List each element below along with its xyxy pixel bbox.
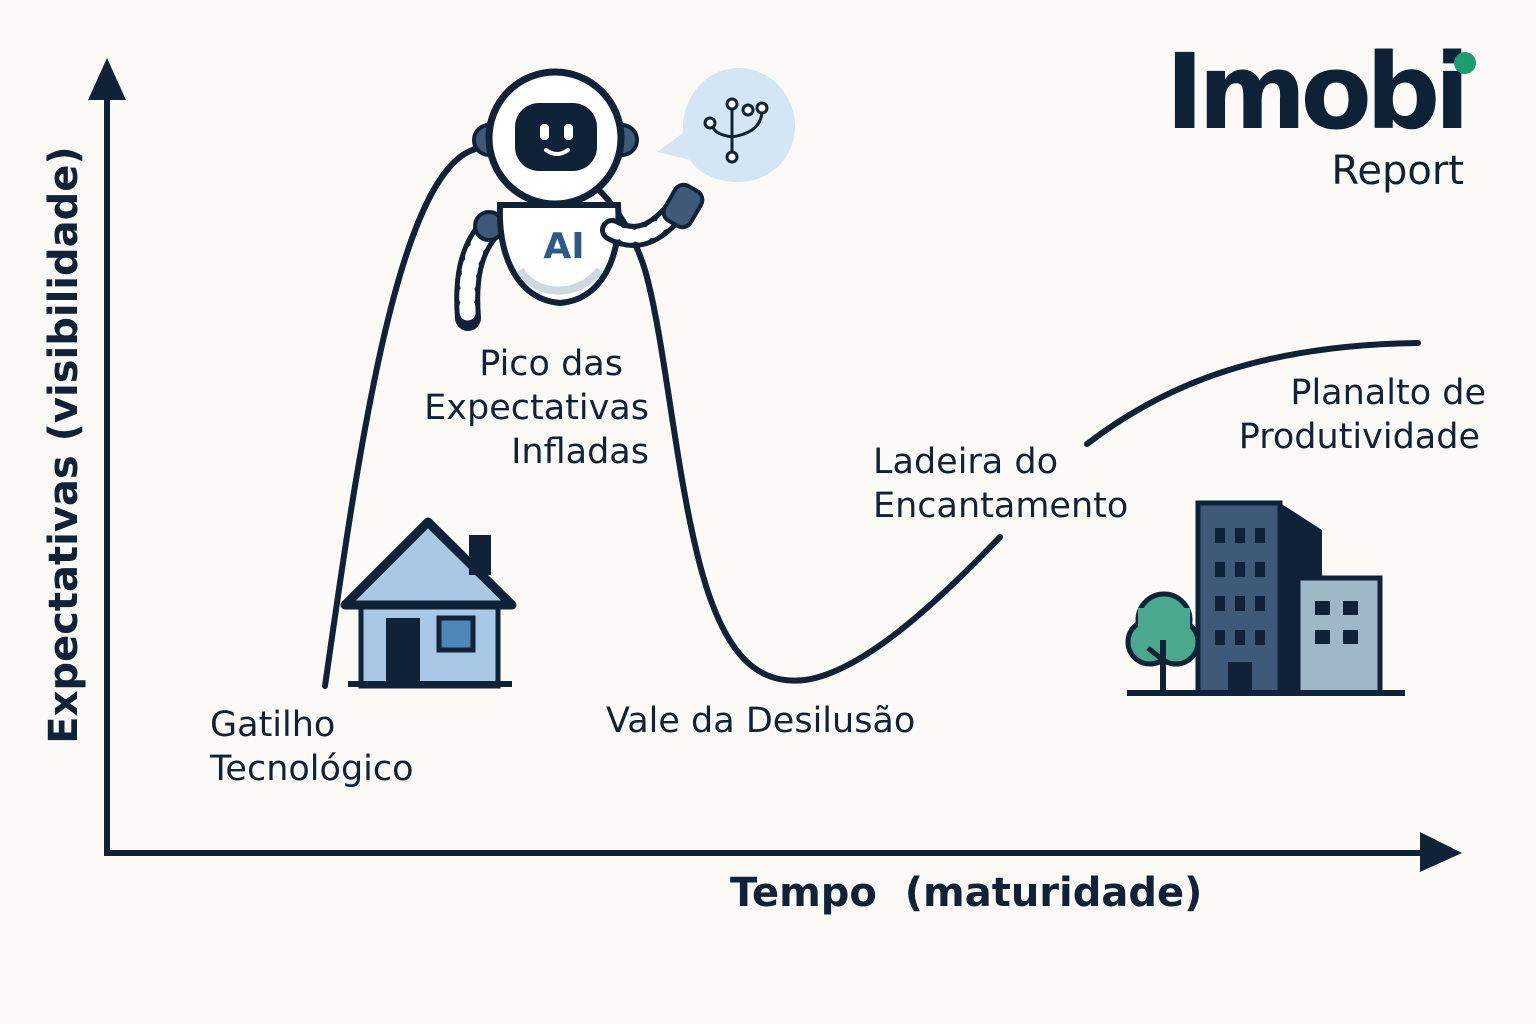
brand-logo: Imobi Report: [1165, 31, 1476, 194]
phase-label-slope: Ladeira do Encantamento: [873, 440, 1128, 528]
phase-label-plateau: Planalto de Produtividade: [1239, 371, 1486, 459]
x-axis: [104, 832, 1462, 872]
speech-bubble-icon: [657, 68, 795, 182]
robot-chest-label: AI: [543, 226, 584, 267]
x-axis-arrow-icon: [1420, 832, 1462, 872]
network-icon: [703, 97, 769, 164]
house-icon: [340, 517, 517, 689]
phase-trough-line-1: Vale da Desilusão: [606, 701, 916, 741]
phase-trigger-line-2: Tecnológico: [210, 749, 414, 789]
city-buildings-icon: [1125, 500, 1405, 696]
phase-slope-line-1: Ladeira do: [873, 442, 1059, 482]
hype-curve-rise-and-fall: [322, 144, 1003, 689]
brand-name: Imobi: [1165, 31, 1470, 153]
y-axis-label: Expectativas (visibilidade): [41, 146, 87, 744]
hype-curve-plateau: [1084, 340, 1421, 447]
x-axis-label: Tempo (maturidade): [730, 870, 1203, 916]
phase-label-trough: Vale da Desilusão: [606, 699, 915, 743]
brand-subtitle: Report: [1331, 148, 1464, 194]
y-axis-arrow-icon: [88, 58, 126, 100]
phase-peak-line-2: Expectativas: [424, 388, 649, 428]
phase-label-trigger: Gatilho Tecnológico: [210, 703, 414, 791]
brand-dot-icon: [1454, 52, 1476, 74]
phase-trigger-line-1: Gatilho: [210, 705, 336, 745]
phase-label-peak: Pico das Expectativas Infladas: [424, 342, 649, 474]
phase-slope-line-2: Encantamento: [873, 486, 1129, 526]
robot-icon: AI: [454, 68, 705, 331]
phase-peak-line-1: Pico das: [479, 344, 623, 384]
y-axis: [88, 58, 126, 855]
phase-peak-line-3: Infladas: [511, 432, 649, 472]
phase-plateau-line-1: Planalto de: [1290, 373, 1486, 413]
phase-plateau-line-2: Produtividade: [1238, 417, 1480, 457]
